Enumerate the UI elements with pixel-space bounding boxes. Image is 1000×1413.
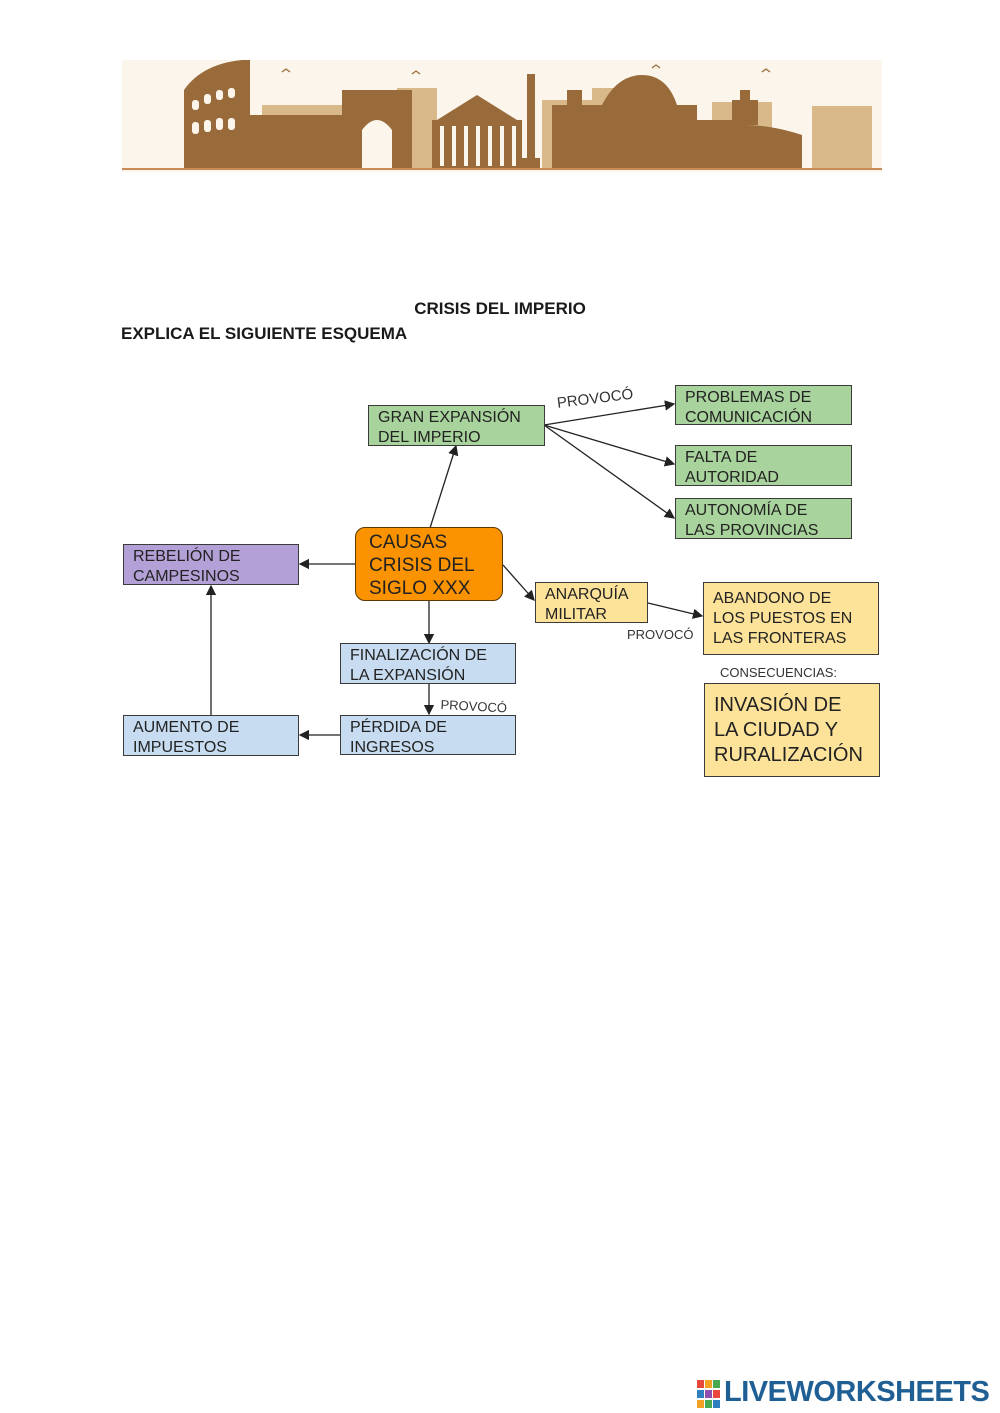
box-text-line: AUMENTO DE: [133, 719, 240, 736]
box-text-line: COMUNICACIÓN: [685, 409, 813, 426]
box-abandono-puestos: ABANDONO DE LOS PUESTOS EN LAS FRONTERAS: [703, 582, 879, 655]
box-text-line: AUTONOMÍA DE: [685, 502, 808, 519]
box-text-line: IMPUESTOS: [133, 739, 227, 756]
box-text-line: REBELIÓN DE: [133, 548, 241, 565]
box-finalizacion-expansion: FINALIZACIÓN DE LA EXPANSIÓN: [340, 643, 516, 684]
provoco-label: PROVOCÓ: [627, 627, 694, 642]
box-text-line: FALTA DE: [685, 449, 758, 466]
box-text-line: ABANDONO DE: [713, 590, 832, 607]
liveworksheets-brand[interactable]: LIVEWORKSHEETS: [724, 1376, 990, 1408]
box-rebelion-campesinos: REBELIÓN DE CAMPESINOS: [123, 544, 299, 585]
box-problemas-comunicacion: PROBLEMAS DE COMUNICACIÓN: [675, 385, 852, 426]
box-text-line: LOS PUESTOS EN: [713, 610, 853, 627]
box-text-line: ANARQUÍA: [545, 586, 629, 603]
box-invasion-ruralizacion: INVASIÓN DE LA CIUDAD Y RURALIZACIÓN: [704, 683, 880, 777]
diagram-connectors: [205, 400, 704, 741]
box-text-line: CRISIS DEL: [369, 555, 475, 576]
box-falta-autoridad: FALTA DE AUTORIDAD: [675, 445, 852, 486]
box-autonomia-provincias: AUTONOMÍA DE LAS PROVINCIAS: [675, 498, 852, 539]
box-text-line: LA CIUDAD Y: [714, 719, 839, 741]
box-text-line: PROBLEMAS DE: [685, 389, 812, 406]
consecuencias-label: CONSECUENCIAS:: [720, 665, 838, 680]
box-text-line: CAUSAS: [369, 532, 448, 553]
box-text-line: INVASIÓN DE: [714, 694, 842, 716]
box-text-line: CAMPESINOS: [133, 568, 240, 585]
box-text-line: RURALIZACIÓN: [714, 744, 863, 766]
box-text-line: DEL IMPERIO: [378, 429, 481, 446]
rome-skyline-banner: [122, 60, 882, 172]
instruction-text: EXPLICA EL SIGUIENTE ESQUEMA: [121, 324, 408, 343]
box-aumento-impuestos: AUMENTO DE IMPUESTOS: [123, 715, 299, 756]
box-text-line: LAS PROVINCIAS: [685, 522, 819, 539]
box-causas-crisis: CAUSAS CRISIS DEL SIGLO XXX: [355, 527, 503, 601]
box-text-line: SIGLO XXX: [369, 578, 471, 599]
box-text-line: MILITAR: [545, 606, 607, 623]
box-text-line: LA EXPANSIÓN: [350, 667, 466, 684]
box-gran-expansion: GRAN EXPANSIÓN DEL IMPERIO: [368, 405, 545, 446]
box-text-line: AUTORIDAD: [685, 469, 779, 486]
box-text-line: FINALIZACIÓN DE: [350, 647, 487, 664]
page-title: CRISIS DEL IMPERIO: [414, 299, 586, 318]
liveworksheets-logo-icon: [697, 1380, 720, 1408]
box-text-line: LAS FRONTERAS: [713, 630, 847, 647]
box-text-line: INGRESOS: [350, 739, 435, 756]
box-perdida-ingresos: PÉRDIDA DE INGRESOS: [340, 715, 516, 756]
box-anarquia-militar: ANARQUÍA MILITAR: [535, 582, 648, 623]
box-text-line: PÉRDIDA DE: [350, 719, 447, 736]
box-text-line: GRAN EXPANSIÓN: [378, 409, 521, 426]
